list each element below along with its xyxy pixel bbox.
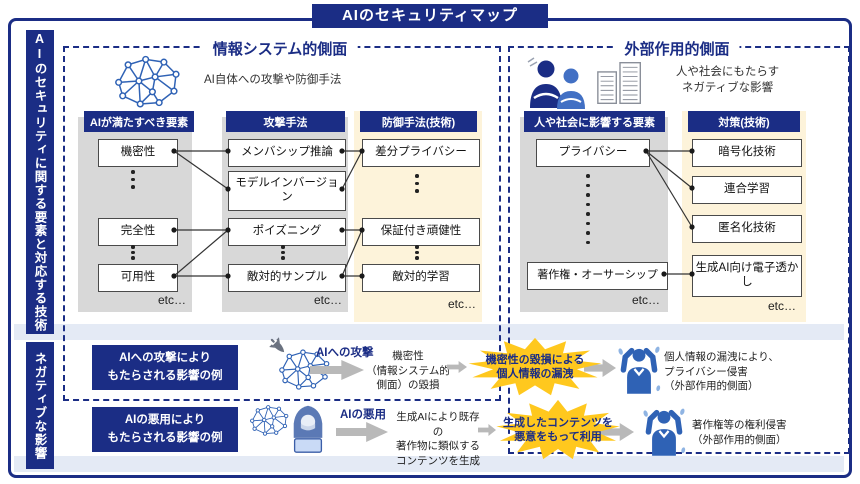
- description-line: 人や社会にもたらす: [675, 66, 780, 78]
- misuse-example-label-line: もたらされる影響の例: [107, 431, 223, 444]
- outcome-line: プライバシー侵害: [664, 365, 748, 378]
- effect-line: 生成AIにより既存の: [396, 411, 480, 438]
- info-system-panel-title: 情報システム的側面: [202, 38, 358, 59]
- outcome-line: （外部作用的側面）: [692, 433, 787, 446]
- misuse-outcome-text: 著作権等の権利侵害 （外部作用的側面）: [692, 418, 822, 447]
- burst-line: 生成したコンテンツを: [503, 416, 613, 429]
- node-privacy: プライバシー: [536, 139, 650, 167]
- effect-line: 側面）の毀損: [376, 379, 440, 392]
- node-differential-privacy: 差分プライバシー: [362, 139, 480, 167]
- page-title: AIのセキュリティマップ: [312, 4, 548, 28]
- distressed-person-icon: [617, 344, 661, 394]
- factors-etc: etc…: [631, 293, 660, 307]
- node-encryption: 暗号化技術: [692, 139, 802, 167]
- vertical-ellipsis: [131, 245, 135, 260]
- description-line: ネガティブな影響: [681, 82, 774, 95]
- effect-line: 著作物に類似する: [396, 440, 480, 453]
- vertical-ellipsis: [131, 170, 135, 189]
- attacks-etc: etc…: [313, 293, 342, 307]
- attack-example-label: AIへの攻撃により もたらされる影響の例: [92, 345, 238, 390]
- requirements-etc: etc…: [157, 293, 186, 307]
- node-membership-inference: メンバシップ推論: [228, 139, 346, 167]
- vertical-ellipsis: [415, 174, 419, 193]
- separator-band-bottom: [14, 456, 844, 472]
- outcome-line: 著作権等の権利侵害: [692, 419, 787, 431]
- node-copyright-authorship: 著作権・オーサーシップ: [527, 262, 668, 290]
- starburst-icon: [496, 399, 620, 460]
- attacks-header: 攻撃手法: [226, 111, 345, 132]
- node-integrity: 完全性: [98, 218, 178, 246]
- effect-line: （情報システム的: [366, 364, 450, 377]
- burst-line: 悪意をもって利用: [514, 431, 602, 443]
- attack-burst: 機密性の毀損による 個人情報の漏洩: [466, 336, 604, 398]
- node-adversarial-training: 敵対的学習: [362, 264, 480, 292]
- vertical-ellipsis-long: [586, 174, 590, 244]
- misuse-example-label-line: AIの悪用により: [124, 413, 206, 426]
- outcome-line: （外部作用的側面）: [664, 380, 759, 393]
- measures-etc: etc…: [767, 299, 796, 313]
- vertical-ellipsis: [415, 245, 419, 260]
- burst-line: 機密性の毀損による: [485, 353, 585, 366]
- node-availability: 可用性: [98, 264, 178, 292]
- node-certified-robustness: 保証付き頑健性: [362, 218, 480, 246]
- outcome-line: 個人情報の漏洩により、: [664, 351, 779, 363]
- node-confidentiality: 機密性: [98, 139, 178, 167]
- external-effect-panel-title: 外部作用的側面: [614, 38, 740, 59]
- node-federated-learning: 連合学習: [692, 176, 802, 204]
- attack-outcome-text: 個人情報の漏洩により、 プライバシー侵害 （外部作用的側面）: [664, 350, 788, 394]
- node-poisoning: ポイズニング: [228, 218, 346, 246]
- distressed-person-icon: [642, 406, 686, 456]
- misuse-example-label: AIの悪用により もたらされる影響の例: [92, 407, 238, 452]
- misuse-burst: 生成したコンテンツを 悪意をもって利用: [494, 398, 622, 462]
- hacker-icon: [284, 404, 332, 454]
- factors-header: 人や社会に影響する要素: [524, 111, 665, 132]
- node-anonymization: 匿名化技術: [692, 215, 802, 243]
- measures-header: 対策(技術): [688, 111, 800, 132]
- effect-line: コンテンツを生成: [396, 455, 480, 468]
- people-icon: [524, 56, 588, 110]
- defenses-header: 防御手法(技術): [360, 111, 477, 132]
- effect-line: 機密性: [392, 350, 424, 362]
- misuse-effect-text: 生成AIにより既存の 著作物に類似する コンテンツを生成: [392, 410, 484, 469]
- info-system-description: AI自体への攻撃や防御手法: [204, 74, 342, 86]
- network-icon: [108, 54, 186, 108]
- sidebar-elements-technology: AIのセキュリティに関する要素と対応する技術: [26, 30, 54, 334]
- external-effect-description: 人や社会にもたらす ネガティブな影響: [650, 64, 805, 96]
- attack-effect-text: 機密性 （情報システム的 側面）の毀損: [366, 349, 450, 393]
- burst-line: 個人情報の漏洩: [496, 368, 574, 380]
- buildings-icon: [596, 60, 644, 106]
- starburst-icon: [468, 337, 602, 396]
- attack-example-label-line: AIへの攻撃により: [119, 351, 211, 364]
- requirements-header: AIが満たすべき要素: [84, 111, 194, 132]
- defenses-etc: etc…: [447, 297, 476, 311]
- attack-example-label-line: もたらされる影響の例: [107, 369, 223, 382]
- node-model-inversion: モデルインバージョン: [228, 171, 346, 211]
- separator-band-top: [14, 324, 844, 340]
- misuse-arrow-label: AIの悪用: [340, 409, 386, 421]
- attack-arrow-label: AIへの攻撃: [316, 347, 374, 359]
- sidebar-negative-impact: ネガティブな影響: [26, 342, 54, 469]
- vertical-ellipsis: [281, 245, 285, 260]
- node-adversarial-sample: 敵対的サンプル: [228, 264, 346, 292]
- node-genai-watermark: 生成AI向け電子透かし: [692, 255, 802, 297]
